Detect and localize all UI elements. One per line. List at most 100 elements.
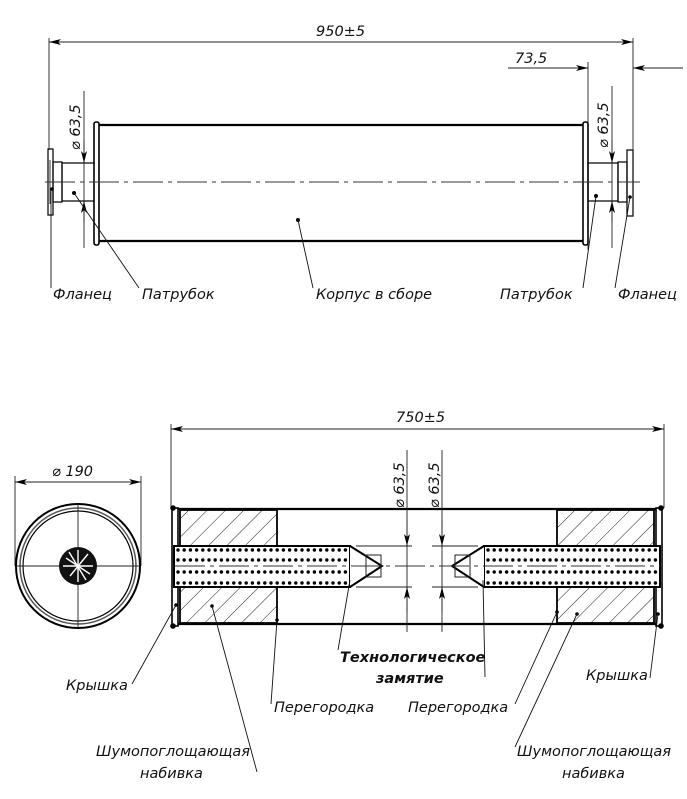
perforation-hole (238, 548, 242, 552)
perforation-hole (238, 570, 242, 574)
perforation-hole (232, 558, 236, 562)
perforation-hole (281, 581, 286, 585)
perforation-hole (244, 558, 248, 562)
perforation-hole (573, 558, 577, 562)
perforation-hole (604, 581, 608, 585)
perforation-hole (281, 548, 286, 552)
perforation-hole (318, 558, 323, 562)
perforation-hole (225, 548, 230, 552)
perforation-hole (560, 581, 565, 585)
perforation-hole (635, 558, 639, 562)
end-offset-label: 73,5 (515, 51, 547, 67)
side-view: 950±5 73,5 ⌀ 63,5 (45, 24, 683, 303)
perforation-hole (176, 570, 180, 574)
perforation-hole (492, 581, 496, 585)
left-pipe-diameter: ⌀ 63,5 (68, 104, 84, 150)
perforation-hole (560, 570, 565, 574)
perforation-hole (498, 548, 503, 552)
dimension-end-offset: 73,5 (508, 51, 683, 250)
perforation-hole (498, 558, 503, 562)
perforation-hole (486, 581, 490, 585)
perforation-hole (306, 558, 310, 562)
perforation-hole (535, 558, 540, 562)
label-left-packing-1: Шумопоглощающая (96, 744, 250, 760)
perforation-hole (194, 548, 199, 552)
perforation-hole (616, 581, 620, 585)
perforation-hole (325, 581, 329, 585)
perforation-hole (219, 548, 224, 552)
perforation-hole (269, 570, 273, 574)
perforation-hole (504, 570, 509, 574)
left-perforated-pipe (173, 545, 384, 588)
perforation-hole (529, 558, 534, 562)
perforation-hole (182, 581, 186, 585)
end-view: ⌀ 190 (14, 464, 142, 629)
perforation-hole (294, 570, 298, 574)
perforation-hole (591, 570, 596, 574)
perforation-hole (256, 581, 261, 585)
perforation-hole (194, 570, 199, 574)
perforation-hole (585, 570, 589, 574)
perforation-hole (641, 558, 645, 562)
label-right-cap: Крышка (586, 668, 648, 684)
label-right-pipe: Патрубок (500, 287, 573, 303)
perforation-hole (331, 570, 335, 574)
perforation-hole (647, 570, 651, 574)
perforation-hole (554, 581, 558, 585)
perforation-hole (318, 570, 323, 574)
perforation-hole (597, 581, 602, 585)
perforation-hole (263, 581, 267, 585)
perforation-hole (635, 570, 639, 574)
perforation-hole (622, 548, 627, 552)
perforation-hole (238, 558, 242, 562)
perforation-hole (337, 570, 341, 574)
perforation-hole (511, 581, 515, 585)
perforation-hole (622, 570, 627, 574)
perforation-hole (201, 548, 205, 552)
perforation-hole (535, 548, 540, 552)
left-packing (179, 509, 278, 624)
perforation-hole (604, 548, 608, 552)
perforation-hole (579, 581, 583, 585)
perforation-hole (573, 581, 577, 585)
perforation-hole (219, 570, 224, 574)
perforation-hole (628, 570, 633, 574)
perforation-hole (542, 548, 546, 552)
perforation-hole (213, 570, 217, 574)
perforation-hole (628, 558, 633, 562)
perforation-hole (182, 558, 186, 562)
perforation-hole (275, 581, 279, 585)
perforation-hole (492, 558, 496, 562)
perforation-hole (504, 558, 509, 562)
perforation-hole (610, 570, 614, 574)
perforation-hole (517, 558, 521, 562)
label-right-partition: Перегородка (408, 700, 508, 716)
perforation-hole (647, 558, 651, 562)
perforation-hole (647, 548, 651, 552)
perforation-hole (176, 558, 180, 562)
perforation-hole (504, 581, 509, 585)
perforation-hole (219, 581, 224, 585)
perforation-hole (207, 570, 211, 574)
perforation-hole (287, 558, 292, 562)
perforation-hole (542, 570, 546, 574)
perforation-hole (176, 548, 180, 552)
perforation-hole (188, 581, 193, 585)
label-tech-crimp-1: Технологическое (340, 650, 486, 666)
perforation-hole (573, 570, 577, 574)
perforation-hole (331, 558, 335, 562)
perforation-hole (641, 570, 645, 574)
perforation-hole (337, 548, 341, 552)
perforation-hole (263, 548, 267, 552)
perforation-hole (628, 548, 633, 552)
perforation-hole (622, 581, 627, 585)
perforation-hole (325, 570, 329, 574)
perforation-hole (597, 558, 602, 562)
body-length-label: 750±5 (396, 410, 445, 426)
perforation-hole (201, 558, 205, 562)
perforation-hole (566, 570, 571, 574)
perforation-hole (244, 570, 248, 574)
perforation-hole (201, 570, 205, 574)
perforation-hole (560, 548, 565, 552)
perforation-hole (232, 548, 236, 552)
